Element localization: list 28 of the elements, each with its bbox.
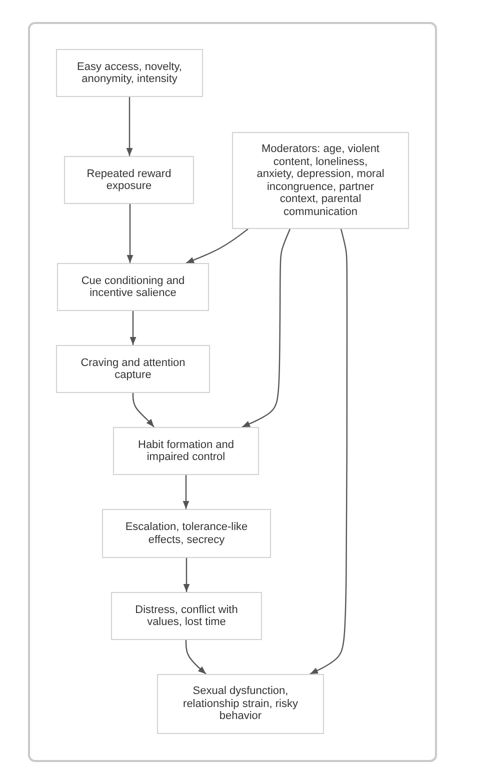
node-label: Moderators: age, violent content, loneliness, anxiety, depression, moral incongruence, partner context, parental communication: [256, 143, 384, 218]
arrow: [126, 204, 134, 263]
node-label: Easy access, novelty, anonymity, intensity: [77, 60, 182, 85]
arrow: [182, 475, 190, 509]
arrow: [310, 228, 348, 675]
node-label: Craving and attention capture: [80, 356, 186, 381]
node-label: Habit formation and impaired control: [138, 438, 234, 463]
node-label: Repeated reward exposure: [86, 168, 172, 192]
node-label: Distress, conflict with values, lost time: [135, 604, 238, 628]
process-box: [64, 156, 194, 204]
node-label: Sexual dysfunction, relationship strain, risky behavior: [183, 685, 298, 722]
arrow: [242, 228, 291, 428]
process-box: [57, 263, 209, 311]
arrow: [185, 640, 206, 674]
process-box: [56, 345, 210, 393]
arrow: [132, 393, 154, 428]
process-box: [111, 592, 262, 640]
arrow: [126, 97, 133, 156]
node-label: Escalation, tolerance-like effects, secrecy: [125, 521, 248, 546]
arrow: [130, 311, 136, 345]
process-box: [232, 132, 409, 229]
node-label: Cue conditioning and incentive salience: [81, 274, 185, 299]
process-box: [102, 509, 271, 558]
arrow: [183, 558, 190, 592]
process-box: [157, 674, 324, 734]
process-box: [113, 427, 259, 475]
process-box: [56, 49, 203, 97]
arrow: [186, 228, 248, 264]
